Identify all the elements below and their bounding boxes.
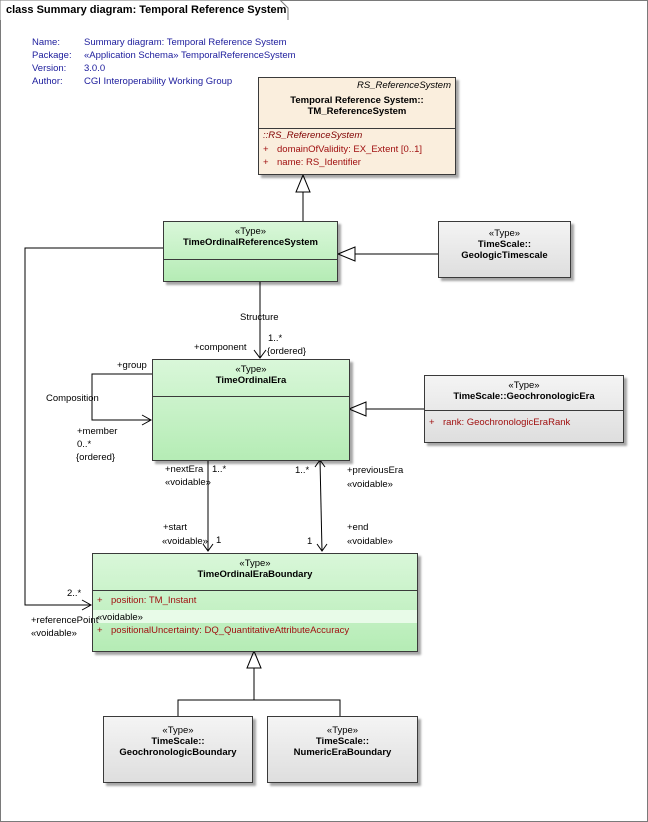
attr-domain-of-validity: +domainOfValidity: EX_Extent [0..1]	[263, 144, 423, 155]
class-header: «Type» TimeScale::GeochronologicEra	[453, 380, 595, 402]
attr-positional-uncertainty: +positionalUncertainty: DQ_QuantitativeA…	[97, 625, 350, 636]
label-start: +start	[163, 522, 188, 533]
label-next-era: +nextEra	[165, 464, 204, 475]
label-voidable-next-era: «voidable»	[165, 477, 211, 488]
class-header: «Type» TimeOrdinalEraBoundary	[197, 558, 313, 580]
label-mult-end: 1	[307, 536, 313, 547]
attr-rank: +rank: GeochronologicEraRank	[429, 417, 571, 428]
label-voidable-start: «voidable»	[162, 536, 208, 547]
class-header: «Type» TimeScale:: GeochronologicBoundar…	[119, 725, 237, 758]
label-voidable-reference-point: «voidable»	[31, 628, 77, 639]
label-reference-point: +referencePoint	[31, 615, 99, 626]
label-ordered-component: {ordered}	[267, 346, 307, 357]
label-component: +component	[194, 342, 247, 353]
label-composition: Composition	[46, 393, 99, 404]
class-geochronologic-era[interactable]: «Type» TimeScale::GeochronologicEra +ran…	[424, 375, 624, 443]
class-parent-label: RS_ReferenceSystem	[357, 80, 451, 91]
label-group: +group	[117, 360, 147, 371]
attr-position: +position: TM_Instant	[97, 595, 197, 606]
meta-author: Author:CGI Interoperability Working Grou…	[32, 76, 233, 87]
label-structure: Structure	[240, 312, 279, 323]
class-geochronologic-boundary[interactable]: «Type» TimeScale:: GeochronologicBoundar…	[103, 716, 253, 783]
label-mult-next-era: 1..*	[212, 464, 227, 475]
label-end: +end	[347, 522, 369, 533]
label-ordered-member: {ordered}	[76, 452, 116, 463]
meta-name: Name:Summary diagram: Temporal Reference…	[32, 37, 287, 48]
label-mult-reference-point: 2..*	[67, 588, 82, 599]
class-time-ordinal-reference-system[interactable]: «Type» TimeOrdinalReferenceSystem	[163, 221, 338, 282]
class-header: «Type» TimeOrdinalEra	[215, 364, 287, 386]
label-mult-start: 1	[216, 535, 222, 546]
label-mult-component: 1..*	[268, 333, 283, 344]
class-numeric-era-boundary[interactable]: «Type» TimeScale:: NumericEraBoundary	[267, 716, 418, 783]
diagram-title: class Summary diagram: Temporal Referenc…	[6, 4, 287, 16]
class-header: «Type» TimeOrdinalReferenceSystem	[183, 226, 318, 248]
label-previous-era: +previousEra	[347, 465, 404, 476]
attr-band	[93, 610, 417, 623]
label-voidable-end: «voidable»	[347, 536, 393, 547]
label-mult-previous-era: 1..*	[295, 465, 310, 476]
voidable-tag: «voidable»	[97, 612, 143, 623]
label-voidable-previous-era: «voidable»	[347, 479, 393, 490]
attr-name: +name: RS_Identifier	[263, 157, 361, 168]
meta-version: Version:3.0.0	[32, 63, 106, 74]
class-time-ordinal-era[interactable]: «Type» TimeOrdinalEra	[152, 359, 350, 461]
class-header: «Type» TimeScale:: NumericEraBoundary	[293, 725, 392, 758]
class-geologic-timescale[interactable]: «Type» TimeScale:: GeologicTimescale	[438, 221, 571, 278]
diagram-title-tab	[0, 0, 289, 20]
class-tm-reference-system[interactable]: RS_ReferenceSystem Temporal Reference Sy…	[258, 77, 456, 175]
class-header: «Type» TimeScale:: GeologicTimescale	[461, 228, 548, 261]
meta-package: Package:«Application Schema» TemporalRef…	[32, 50, 296, 61]
inherited-label: ::RS_ReferenceSystem	[263, 130, 363, 141]
class-time-ordinal-era-boundary[interactable]: «Type» TimeOrdinalEraBoundary +position:…	[92, 553, 418, 652]
class-name: Temporal Reference System:: TM_Reference…	[290, 95, 424, 117]
label-mult-member: 0..*	[77, 439, 92, 450]
label-member: +member	[77, 426, 118, 437]
